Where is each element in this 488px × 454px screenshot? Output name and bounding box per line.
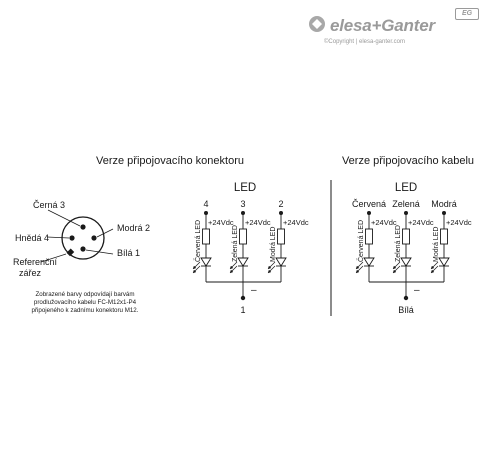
pin-label-hneda4: Hnědá 4 bbox=[15, 233, 49, 243]
cable-section-title: Verze připojovacího kabelu bbox=[342, 155, 474, 167]
cable-supply-3: +24Vdc bbox=[446, 218, 472, 227]
cable-minus: – bbox=[414, 285, 420, 296]
pin-label-bila1: Bílá 1 bbox=[117, 248, 140, 258]
copyright: ©Copyright | elesa-ganter.com bbox=[324, 39, 406, 45]
note-line-2: prodlužovacího kabelu FC-M12x1-P4 bbox=[34, 299, 137, 306]
connector-led-name-3: Modrá LED bbox=[270, 227, 277, 262]
connector-col-label-3: 2 bbox=[278, 199, 283, 209]
pin-label-ref: Referenční bbox=[13, 257, 58, 267]
connector-minus: – bbox=[251, 285, 257, 296]
connector-led-title: LED bbox=[234, 182, 256, 194]
pin-4 bbox=[69, 235, 75, 241]
connector-supply-3: +24Vdc bbox=[283, 218, 309, 227]
brand-mark-icon bbox=[309, 16, 325, 32]
cable-col-label-2: Zelená bbox=[392, 199, 420, 209]
connector-led-name-2: Zelená LED bbox=[232, 225, 239, 262]
brand-name: elesa+Ganter bbox=[330, 16, 435, 35]
connector-supply-2: +24Vdc bbox=[245, 218, 271, 227]
connector-led-circuit: LED 4 3 2 +24Vdc Červená LED bbox=[192, 182, 309, 315]
pin-label-modra2: Modrá 2 bbox=[117, 223, 150, 233]
cable-led-name-2: Zelená LED bbox=[395, 225, 402, 262]
cable-supply-2: +24Vdc bbox=[408, 218, 434, 227]
connector-ground-label: 1 bbox=[240, 305, 245, 315]
reference-notch bbox=[66, 248, 75, 257]
cable-ground-label: Bílá bbox=[398, 305, 414, 315]
connector-supply-1: +24Vdc bbox=[208, 218, 234, 227]
note-line-3: připojeného k zadnímu konektoru M12. bbox=[32, 307, 139, 314]
cable-col-label-3: Modrá bbox=[431, 199, 457, 209]
note-line-1: Zobrazené barvy odpovídají barvám bbox=[35, 291, 134, 298]
cable-led-title: LED bbox=[395, 182, 417, 194]
cable-led-circuit: LED Červená Zelená Modrá +24Vdc Červená … bbox=[352, 182, 472, 315]
cable-supply-1: +24Vdc bbox=[371, 218, 397, 227]
connector-col-label-2: 3 bbox=[240, 199, 245, 209]
brand-badge: EG bbox=[455, 8, 479, 20]
connector-pinout: Černá 3 Modrá 2 Hnědá 4 Bílá 1 Referenčn… bbox=[13, 200, 150, 278]
cable-led-name-1: Červená LED bbox=[356, 220, 365, 262]
connector-col-label-1: 4 bbox=[203, 199, 208, 209]
brand-logo: elesa+Ganter EG ©Copyright | elesa-gante… bbox=[300, 8, 480, 52]
pin-1 bbox=[80, 246, 86, 252]
connector-section-title: Verze připojovacího konektoru bbox=[96, 155, 244, 167]
connector-led-name-1: Červená LED bbox=[193, 220, 202, 262]
pin-2 bbox=[91, 235, 97, 241]
cable-led-name-3: Modrá LED bbox=[433, 227, 440, 262]
pin-label-zarez: zářez bbox=[19, 268, 42, 278]
pin-label-cerna3: Černá 3 bbox=[33, 200, 65, 210]
pin-3 bbox=[80, 224, 86, 230]
cable-col-label-1: Červená bbox=[352, 199, 386, 209]
